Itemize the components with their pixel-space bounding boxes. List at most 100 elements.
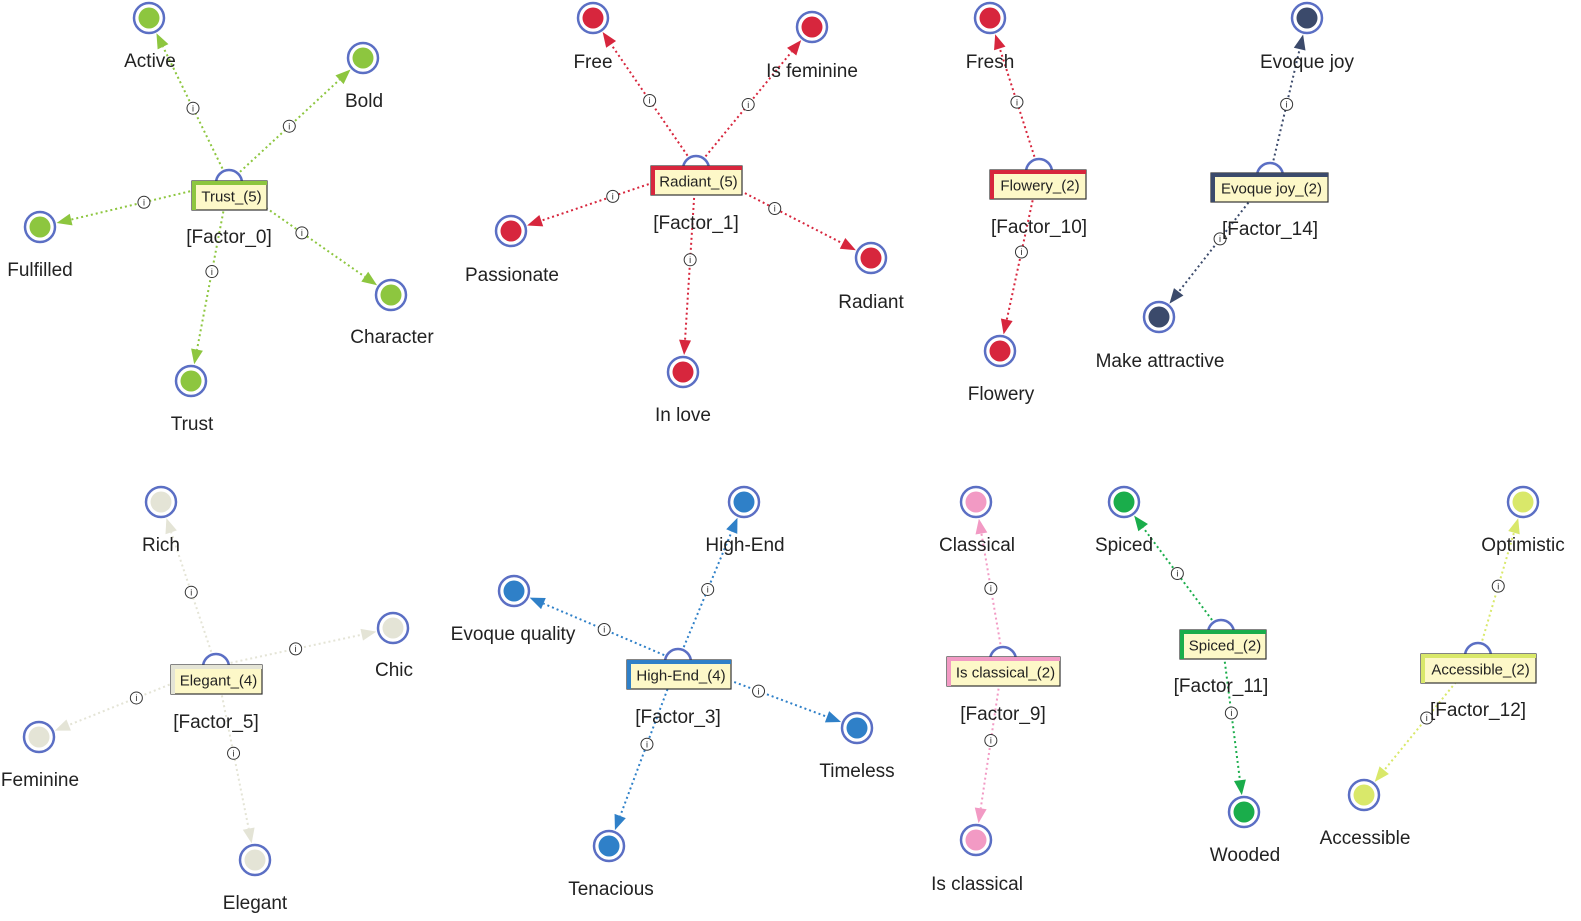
graph-node[interactable]: Is feminine (766, 10, 858, 82)
edge[interactable] (215, 633, 362, 667)
info-icon[interactable]: i (289, 642, 303, 656)
graph-node[interactable]: Bold (345, 41, 383, 112)
info-icon[interactable]: i (205, 265, 219, 279)
factor-box[interactable]: Spiced_(2) (1179, 618, 1267, 660)
node-label: Tenacious (568, 879, 654, 900)
graph-node[interactable]: Optimistic (1481, 485, 1565, 556)
graph-node[interactable]: Tenacious (568, 829, 654, 900)
factor-box[interactable]: Elegant_(4) (170, 652, 263, 695)
info-icon[interactable]: i (137, 195, 151, 209)
info-icon[interactable]: i (1224, 706, 1238, 720)
graph-node[interactable]: Fresh (966, 1, 1015, 73)
info-icon[interactable]: i (1280, 97, 1294, 111)
info-icon[interactable]: i (701, 582, 715, 596)
info-icon[interactable]: i (184, 585, 198, 599)
graph-node[interactable]: Free (573, 1, 613, 73)
factor-box-label: Flowery_(2) (1000, 178, 1079, 195)
info-icon[interactable]: i (1213, 232, 1227, 246)
info-icon[interactable]: i (683, 253, 697, 267)
graph-node[interactable]: Radiant (838, 241, 904, 313)
graph-node[interactable]: Feminine (1, 720, 79, 791)
edge[interactable] (695, 51, 793, 169)
edge[interactable] (610, 43, 697, 169)
edge[interactable] (162, 46, 230, 183)
edge[interactable] (543, 602, 679, 662)
graph-node[interactable]: Make attractive (1096, 300, 1225, 372)
node-core (150, 491, 172, 513)
info-icon[interactable]: i (227, 746, 241, 760)
factor-box[interactable]: Evoque joy_(2) (1210, 161, 1329, 203)
node-core (733, 491, 755, 513)
edge[interactable] (170, 532, 217, 667)
edge[interactable] (998, 48, 1040, 172)
graph-node[interactable]: Flowery (968, 334, 1035, 405)
node-label: Wooded (1210, 845, 1280, 866)
factor-box[interactable]: Flowery_(2) (989, 157, 1087, 200)
graph-node[interactable]: Is classical (931, 823, 1023, 895)
node-label: Feminine (1, 770, 79, 791)
node-label: Classical (939, 535, 1015, 556)
graph-node[interactable]: Active (124, 1, 176, 72)
edge[interactable] (1142, 527, 1222, 633)
info-icon[interactable]: i (1170, 567, 1184, 580)
info-icon[interactable]: i (597, 623, 611, 636)
arrowhead (994, 34, 1006, 51)
factor-box-label: Elegant_(4) (180, 673, 258, 690)
info-icon[interactable]: i (752, 684, 766, 698)
arrowhead (1508, 518, 1520, 535)
info-icon[interactable]: i (1420, 711, 1434, 725)
edge[interactable] (1477, 532, 1515, 656)
graph-node[interactable]: Fulfilled (7, 210, 73, 281)
info-icon[interactable]: i (1010, 95, 1024, 109)
factor-label: [Factor_0] (186, 227, 272, 248)
graph-node[interactable]: Passionate (465, 214, 559, 286)
factor-box[interactable]: Trust_(5) (191, 168, 268, 211)
node-core (582, 7, 604, 29)
edge[interactable] (1269, 48, 1301, 176)
graph-node[interactable]: Spiced (1095, 485, 1153, 556)
edge[interactable] (677, 531, 733, 662)
factor-box[interactable]: Is classical_(2) (946, 645, 1061, 687)
graph-node[interactable]: Wooded (1210, 795, 1280, 866)
graph-node[interactable]: Character (350, 278, 434, 348)
graph-node[interactable]: Classical (939, 485, 1015, 556)
info-icon[interactable]: i (1491, 579, 1505, 593)
graph-node[interactable]: Accessible (1320, 778, 1411, 849)
factor-box[interactable]: Accessible_(2) (1420, 641, 1537, 684)
info-icon[interactable]: i (768, 202, 782, 215)
factor-box-label: Trust_(5) (201, 189, 261, 206)
info-icon[interactable]: i (1014, 245, 1028, 259)
node-core (1512, 491, 1534, 513)
info-icon[interactable]: i (282, 119, 296, 133)
info-icon[interactable]: i (984, 581, 998, 595)
node-label: Active (124, 51, 176, 72)
info-icon[interactable]: i (741, 98, 755, 112)
graph-node[interactable]: In love (655, 355, 711, 426)
graph-node[interactable]: Evoque joy (1260, 1, 1355, 73)
node-label: Fresh (966, 52, 1015, 73)
edge[interactable] (228, 79, 341, 183)
info-icon-glyph: i (747, 100, 749, 110)
graph-node[interactable]: Rich (142, 485, 180, 556)
arrowhead (335, 69, 351, 85)
factor-box[interactable]: Radiant_(5) (650, 154, 743, 196)
info-icon[interactable]: i (129, 691, 143, 705)
factor-box[interactable]: High-End_(4) (626, 647, 732, 690)
graph-node[interactable]: Elegant (223, 843, 288, 914)
info-icon[interactable]: i (640, 737, 654, 751)
info-icon[interactable]: i (606, 189, 620, 203)
graph-node[interactable]: Timeless (819, 711, 895, 782)
info-icon[interactable]: i (984, 733, 998, 747)
graph-node[interactable]: Evoque quality (451, 574, 576, 645)
info-icon-glyph: i (288, 121, 290, 131)
graph-node[interactable]: High-End (705, 485, 785, 556)
factor-box-accent-left (947, 657, 951, 686)
info-icon[interactable]: i (643, 94, 657, 107)
node-label: Flowery (968, 384, 1035, 405)
info-icon[interactable]: i (295, 226, 309, 240)
arrowhead (726, 517, 738, 534)
info-icon[interactable]: i (186, 101, 200, 115)
graph-node[interactable]: Chic (375, 611, 413, 681)
edge[interactable] (980, 533, 1004, 660)
graph-node[interactable]: Trust (171, 364, 214, 435)
